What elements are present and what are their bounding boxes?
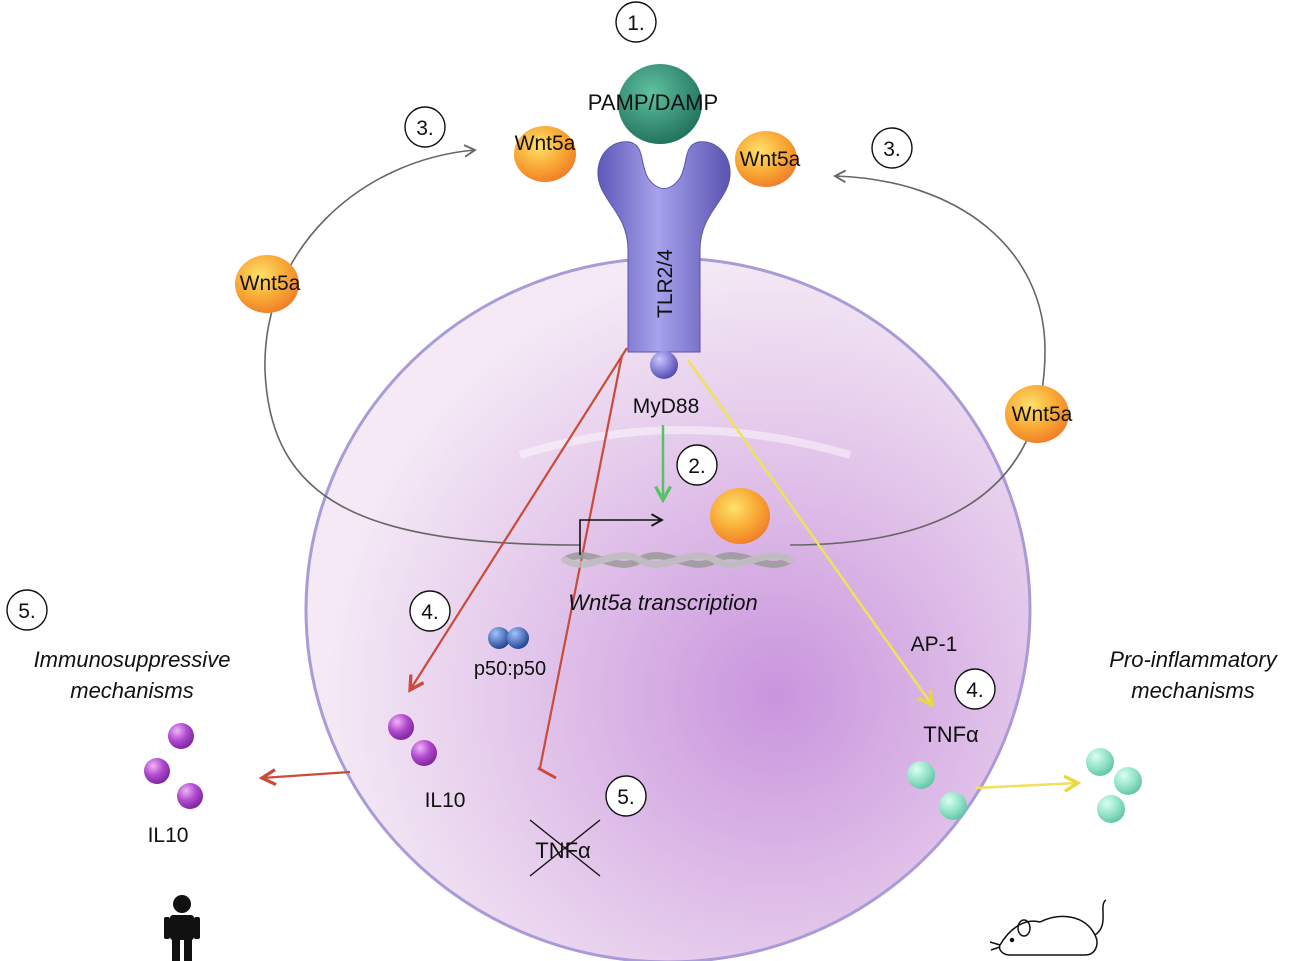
mouse-icon bbox=[989, 899, 1107, 956]
wnt5a-label-top-left: Wnt5a bbox=[515, 132, 576, 155]
tnfa-strikethrough-cross bbox=[529, 819, 601, 877]
p50-subunit-a bbox=[488, 627, 510, 649]
proinflammatory-label-line2: mechanisms bbox=[1131, 678, 1254, 703]
svg-text:3.: 3. bbox=[416, 117, 434, 140]
dna-helix bbox=[561, 552, 794, 568]
svg-text:4.: 4. bbox=[966, 679, 984, 702]
il10-molecule-intracellular-b bbox=[411, 740, 437, 766]
tnfa-label-active: TNFα bbox=[923, 722, 979, 747]
inhibit-line-il10-path bbox=[410, 347, 628, 690]
wnt5a-protein-top-right bbox=[735, 131, 797, 187]
wnt5a-protein-left bbox=[235, 255, 299, 313]
step-marker-3-right: 3. bbox=[871, 127, 913, 169]
wnt5a-protein-right bbox=[1005, 385, 1069, 443]
tnf-molecule-secreted-a bbox=[1086, 748, 1114, 776]
step-marker-3-left: 3. bbox=[404, 106, 446, 148]
il10-molecule-secreted-b bbox=[144, 758, 170, 784]
tnf-molecule-intracellular-a bbox=[907, 761, 935, 789]
il10-molecule-secreted-a bbox=[168, 723, 194, 749]
svg-text:3.: 3. bbox=[883, 138, 901, 161]
step-marker-4-left: 4. bbox=[409, 590, 451, 632]
tnf-secretion-arrow bbox=[974, 783, 1078, 788]
step-marker-4-right: 4. bbox=[954, 668, 996, 710]
tnf-molecule-secreted-b bbox=[1114, 767, 1142, 795]
inhibit-bar-tnf bbox=[537, 766, 557, 780]
wnt5a-label-top-right: Wnt5a bbox=[740, 148, 801, 171]
svg-text:1.: 1. bbox=[627, 12, 645, 35]
myd88-label: MyD88 bbox=[633, 395, 700, 418]
svg-text:2.: 2. bbox=[688, 455, 706, 478]
il10-molecule-intracellular-a bbox=[388, 714, 414, 740]
immunosuppressive-label-line2: mechanisms bbox=[70, 678, 193, 703]
il10-label-intracellular: IL10 bbox=[425, 789, 466, 812]
tlr-receptor bbox=[597, 141, 731, 353]
wnt5a-transcription-label: Wnt5a transcription bbox=[568, 590, 758, 615]
pamp-damp-label: PAMP/DAMP bbox=[588, 90, 718, 115]
p50-subunit-b bbox=[507, 627, 529, 649]
il10-molecule-secreted-c bbox=[177, 783, 203, 809]
svg-text:5.: 5. bbox=[617, 786, 635, 809]
svg-text:4.: 4. bbox=[421, 601, 439, 624]
nucleus-arc bbox=[518, 426, 852, 459]
il10-secretion-arrow bbox=[262, 772, 351, 778]
tlr-label: TLR2/4 bbox=[654, 249, 677, 318]
step-marker-1: 1. bbox=[615, 1, 657, 43]
pamp-damp-ligand bbox=[618, 64, 702, 144]
wnt5a-label-right: Wnt5a bbox=[1012, 403, 1073, 426]
ap1-label: AP-1 bbox=[911, 633, 958, 656]
wnt5a-feedback-loop bbox=[264, 144, 1046, 546]
step-marker-5-left: 5. bbox=[6, 589, 48, 631]
human-figure-icon bbox=[164, 895, 200, 961]
proinflammatory-label-line1: Pro-inflammatory bbox=[1109, 647, 1278, 672]
activate-arrow-ap1 bbox=[686, 359, 932, 705]
wnt5a-label-left: Wnt5a bbox=[240, 272, 301, 295]
step-marker-5-center: 5. bbox=[605, 775, 647, 817]
wnt5a-protein-top-left bbox=[514, 126, 576, 182]
tnf-molecule-secreted-c bbox=[1097, 795, 1125, 823]
tnf-molecule-intracellular-b bbox=[939, 792, 967, 820]
p50-label: p50:p50 bbox=[474, 658, 546, 680]
tnfa-label-inhibited: TNFα bbox=[535, 838, 591, 863]
transcription-start-arrow bbox=[579, 513, 664, 555]
svg-text:5.: 5. bbox=[18, 600, 36, 623]
il10-label-secreted: IL10 bbox=[148, 824, 189, 847]
wnt5a-protein-nuclear bbox=[710, 488, 770, 544]
immunosuppressive-label-line1: Immunosuppressive bbox=[34, 647, 231, 672]
step-marker-2: 2. bbox=[676, 444, 718, 486]
myd88-adaptor bbox=[650, 351, 678, 379]
